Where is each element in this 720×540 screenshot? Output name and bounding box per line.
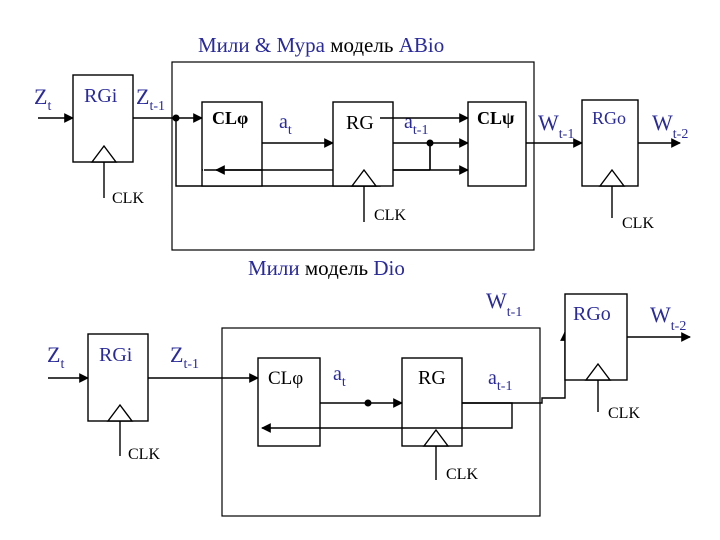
top-zt-label: Zt [34, 84, 51, 114]
bottom-at-label: at [333, 363, 346, 390]
top-rgo-label: RGo [592, 108, 626, 128]
bottom-at1-label: at-1 [488, 367, 512, 394]
top-wt2-label: Wt-2 [652, 110, 688, 142]
bottom-rg-clk-label: CLK [446, 466, 478, 483]
top-rgi-label: RGi [84, 85, 118, 107]
top-rgi-clk-label: CLK [112, 190, 144, 207]
bottom-clphi-label: CLφ [268, 368, 303, 389]
bottom-wt2-label: Wt-2 [650, 302, 686, 334]
top-clphi-label: CLφ [212, 108, 248, 128]
top-at1-label: at-1 [404, 111, 428, 138]
top-clphi-block [201, 101, 263, 187]
top-abio-frame [171, 61, 535, 251]
bottom-wt1-wire [462, 331, 570, 404]
bottom-zt-label: Zt [47, 342, 64, 372]
top-title: Мили & Мура модель ABio [198, 33, 444, 57]
bottom-zt1-label: Zt-1 [170, 342, 199, 372]
top-at-label: at [279, 111, 292, 138]
top-rg-clk-label: CLK [374, 207, 406, 224]
bottom-rgo-clk-label: CLK [608, 405, 640, 422]
bottom-rgo-label: RGo [573, 303, 611, 325]
bottom-wt1-label: Wt-1 [486, 288, 522, 320]
bottom-at-junction [364, 399, 372, 407]
top-zt1-label: Zt-1 [136, 84, 165, 114]
bottom-rgi-clk-label: CLK [128, 446, 160, 463]
bottom-dio-frame [221, 327, 541, 517]
top-rg-label: RG [346, 112, 374, 134]
top-clpsi-label: CLψ [477, 108, 515, 128]
bottom-rgi-label: RGi [99, 344, 133, 366]
bottom-rg-label: RG [418, 367, 446, 389]
top-wt1-label: Wt-1 [538, 110, 574, 142]
bottom-title: Мили модель Dio [248, 256, 405, 280]
top-clpsi-block [467, 101, 527, 187]
bottom-rg-block [401, 357, 463, 447]
bottom-rgi-block [87, 333, 149, 422]
top-rgo-clk-label: CLK [622, 215, 654, 232]
